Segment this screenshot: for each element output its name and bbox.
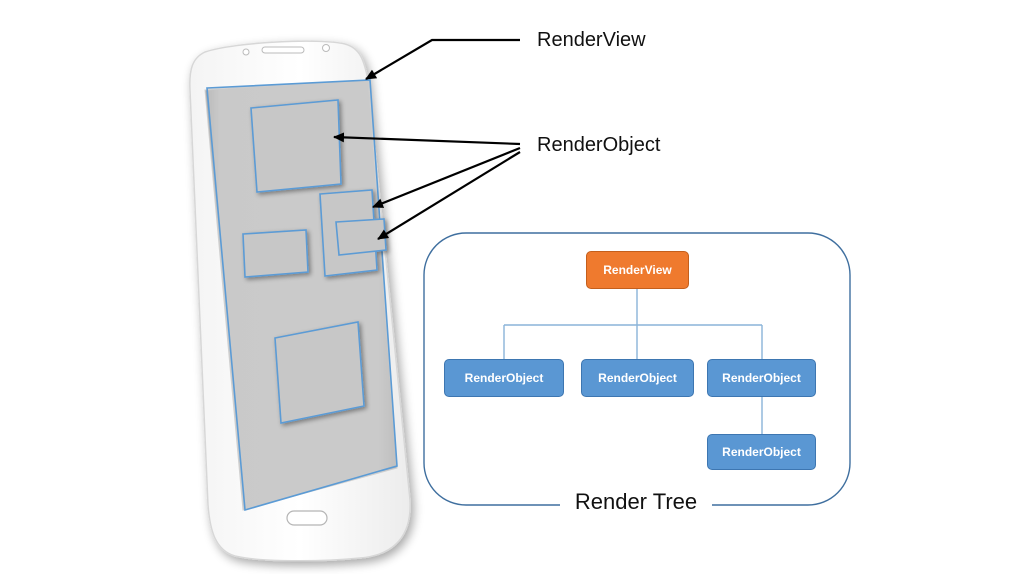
render-view-arrow: [365, 38, 520, 80]
callout-arrows: [333, 38, 521, 240]
render-object-box-large: [250, 99, 342, 193]
render-object-arrow-1: [333, 132, 521, 146]
tree-node-label: RenderObject: [722, 445, 801, 459]
tree-node-label: RenderObject: [464, 371, 544, 385]
tree-connectors: [503, 289, 763, 434]
tree-node-render-view: RenderView: [586, 251, 689, 289]
tree-node-label: RenderObject: [598, 371, 677, 385]
tree-node-render-object-right: RenderObject: [707, 359, 816, 397]
phone-sensor: [322, 44, 330, 52]
render-object-arrow-3: [377, 151, 521, 240]
tree-node-render-object-left: RenderObject: [444, 359, 564, 397]
render-object-arrow-2: [372, 146, 521, 209]
phone-home-button: [286, 510, 328, 526]
render-object-box-bottom: [274, 321, 365, 424]
tree-node-render-object-middle: RenderObject: [581, 359, 694, 397]
render-object-box-inner: [335, 218, 387, 256]
render-object-box-left: [242, 229, 309, 278]
tree-node-render-object-child: RenderObject: [707, 434, 816, 470]
tree-node-render-view-label: RenderView: [603, 263, 672, 277]
render-view-label: RenderView: [537, 29, 646, 51]
render-object-regions: [242, 99, 387, 424]
phone-earpiece: [261, 46, 305, 54]
phone-camera: [242, 48, 250, 56]
render-object-label: RenderObject: [537, 134, 661, 156]
render-tree-caption: Render Tree: [560, 490, 712, 514]
tree-node-label: RenderObject: [722, 371, 801, 385]
